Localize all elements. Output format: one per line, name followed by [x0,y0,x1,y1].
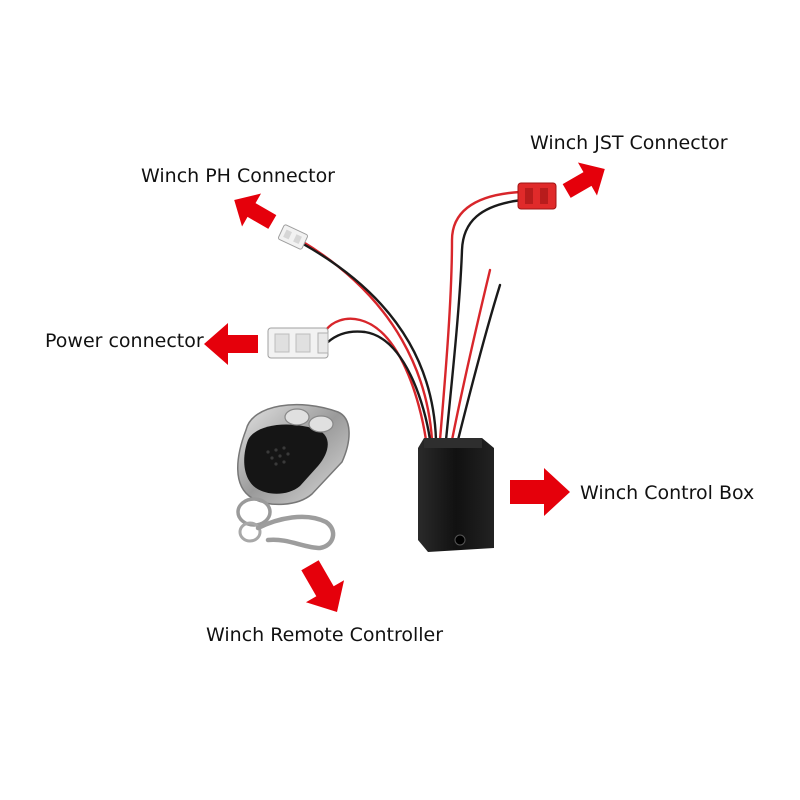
control-box [418,438,494,552]
arrow-power [204,323,258,365]
ph-wire-black [303,243,438,442]
arrow-remote [301,560,345,612]
arrow-control-box [510,468,570,516]
arrow-jst [562,162,605,198]
key-ring-inner [238,521,262,543]
label-winch-control-box: Winch Control Box [580,482,755,504]
power-wire-black [326,330,432,442]
remote-controller [236,403,350,551]
jst-connector [517,182,557,210]
wire-harness [298,190,524,442]
control-box-jack [454,534,466,546]
label-winch-remote-controller: Winch Remote Controller [206,624,444,646]
jst-wire-red [438,190,522,442]
ph-connector [277,224,309,250]
power-connector [267,327,329,359]
jst-wire-black [444,198,524,442]
label-winch-ph-connector: Winch PH Connector [141,165,335,187]
label-power-connector: Power connector [45,330,204,352]
lobster-clip [255,514,336,551]
key-ring [236,497,272,527]
extra-wire-red [450,268,492,442]
arrow-ph [234,193,277,229]
remote-speaker-grille [266,446,290,466]
label-winch-jst-connector: Winch JST Connector [530,132,728,154]
power-wire-red [324,317,428,442]
extra-wire-black [456,283,502,442]
remote-button-2 [308,415,334,433]
remote-button-1 [284,408,310,426]
